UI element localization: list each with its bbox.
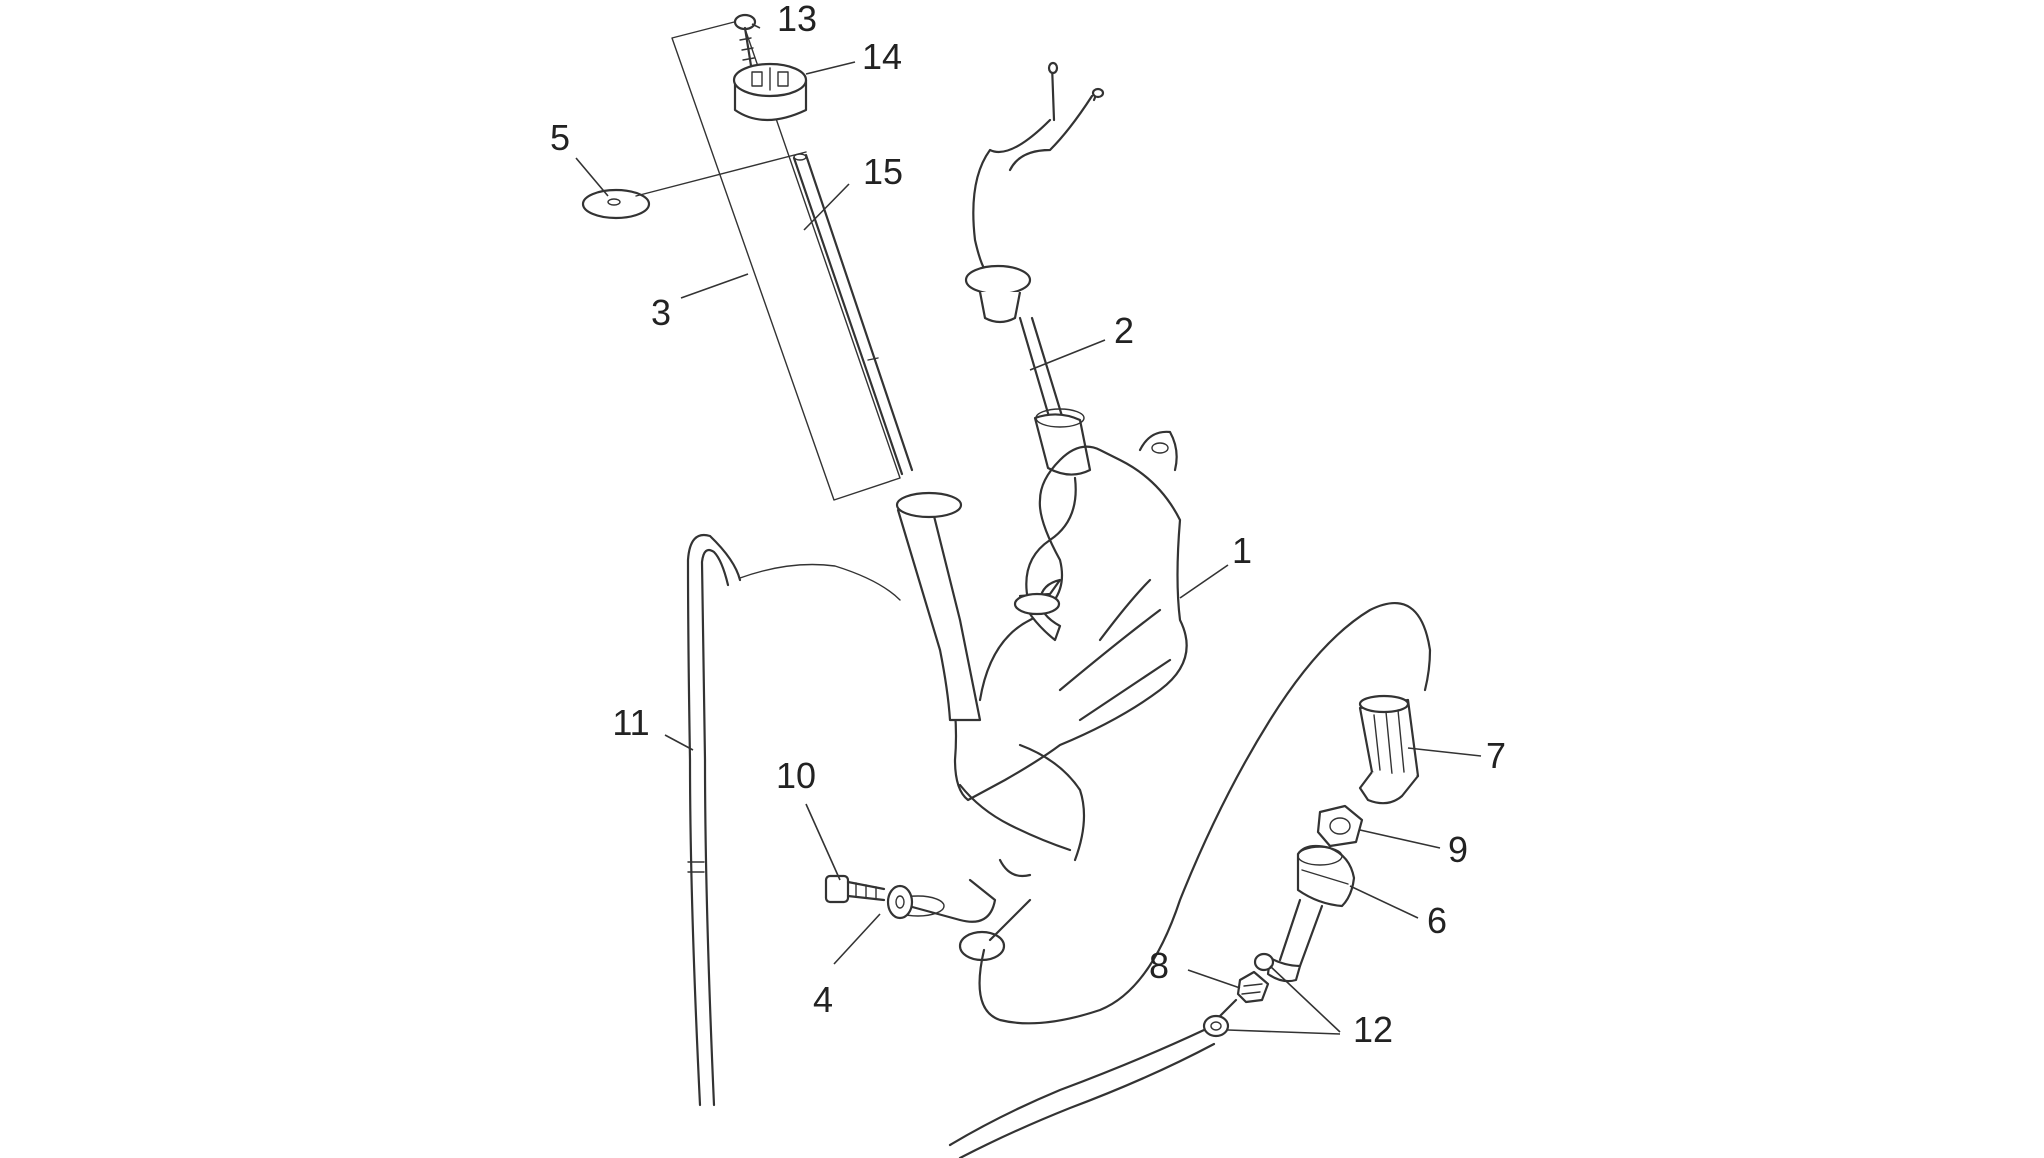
- part-label-12: 12: [1352, 1009, 1394, 1050]
- bolt-part-10: [824, 874, 886, 904]
- outlet-hose: [948, 998, 1238, 1158]
- part-label-6: 6: [1426, 900, 1448, 941]
- filler-tube-part-3: [671, 19, 901, 501]
- part-label-3: 3: [650, 292, 672, 333]
- part-label-10: 10: [775, 755, 817, 796]
- part-label-2: 2: [1113, 310, 1135, 351]
- reservoir-tank-part-1: [891, 430, 1188, 962]
- part-label-14: 14: [861, 36, 903, 77]
- screw-part-13: [733, 13, 757, 74]
- part-label-5: 5: [549, 117, 571, 158]
- pump-body-part-7: [1358, 694, 1420, 805]
- part-label-15: 15: [862, 151, 904, 192]
- grommet-part-6: [1266, 844, 1356, 983]
- cap-part-14: [732, 62, 808, 121]
- level-sensor-part-2: [964, 61, 1105, 602]
- part-label-7: 7: [1485, 735, 1507, 776]
- part-label-13: 13: [776, 0, 818, 39]
- part-label-9: 9: [1447, 829, 1469, 870]
- part-label-1: 1: [1231, 530, 1253, 571]
- nut-part-9: [1316, 804, 1364, 848]
- hose-clamps-part-12: [1202, 952, 1275, 1038]
- washer-part-4: [886, 884, 914, 920]
- dipstick-rod-part-15: [792, 153, 914, 476]
- part-label-8: 8: [1148, 945, 1170, 986]
- part-label-11: 11: [612, 702, 650, 743]
- part-label-4: 4: [812, 979, 834, 1020]
- vent-hose-part-11: [686, 533, 901, 1107]
- supply-hose: [978, 601, 1432, 1025]
- washer-part-5: [581, 151, 807, 220]
- leader-lines: [575, 23, 1482, 1035]
- fitting-part-8: [1236, 970, 1270, 1004]
